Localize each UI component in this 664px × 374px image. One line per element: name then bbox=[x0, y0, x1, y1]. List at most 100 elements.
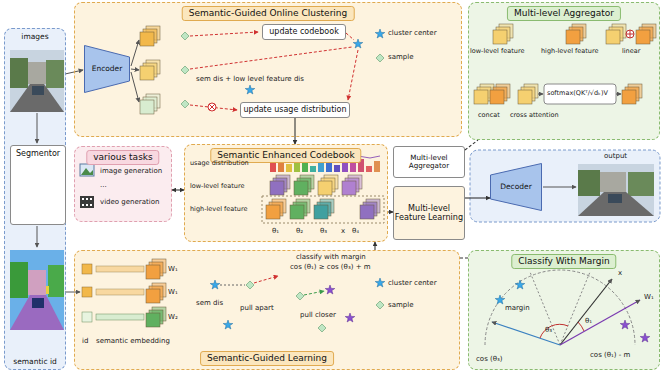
illustration-part bbox=[28, 270, 46, 295]
illustration-part bbox=[65, 292, 80, 293]
panel-group: imagessemantic idSegmentor bbox=[4, 28, 66, 370]
illustration-part bbox=[209, 104, 215, 110]
illustration-part bbox=[262, 196, 384, 223]
illustration-part bbox=[146, 283, 166, 303]
illustration-part bbox=[560, 272, 590, 345]
illustration-part bbox=[270, 175, 290, 195]
annotation-label: cross attention bbox=[510, 112, 559, 119]
illustration-part bbox=[640, 333, 650, 342]
annotation-label: low-level feature bbox=[190, 183, 244, 190]
illustration-part bbox=[578, 322, 584, 331]
illustration-part bbox=[82, 198, 84, 200]
illustration-part bbox=[342, 175, 362, 195]
illustration-part bbox=[48, 265, 64, 297]
illustration-part bbox=[566, 24, 586, 44]
box-label: Decoder bbox=[500, 183, 532, 192]
illustration-part bbox=[543, 187, 576, 188]
illustration-part bbox=[304, 291, 324, 295]
illustration-part bbox=[346, 33, 354, 40]
panel-group: various tasks bbox=[74, 146, 172, 222]
annotation-label: x bbox=[618, 270, 622, 277]
annotation-label: sem dis bbox=[196, 300, 223, 307]
box-label: Segmentor bbox=[16, 149, 60, 158]
illustration-part bbox=[140, 94, 160, 114]
illustration-part bbox=[80, 164, 94, 176]
illustration-part bbox=[82, 287, 92, 297]
illustration-part bbox=[636, 24, 656, 44]
annotation-label: high-level feature bbox=[541, 48, 599, 55]
illustration-part bbox=[131, 40, 139, 66]
illustration-part bbox=[495, 295, 505, 304]
illustration-part bbox=[10, 50, 64, 112]
illustration-part bbox=[353, 39, 363, 48]
illustration-part bbox=[86, 204, 88, 206]
illustration-part bbox=[74, 2, 462, 137]
output-photo bbox=[578, 164, 654, 216]
annotation-label: W₁ bbox=[644, 294, 654, 301]
illustration-part bbox=[318, 175, 338, 195]
illustration-part bbox=[622, 84, 642, 104]
codebook-illustration bbox=[262, 154, 384, 223]
margin-illustration bbox=[485, 270, 650, 345]
panel-title: images bbox=[21, 32, 48, 41]
annotation-label: cluster center bbox=[388, 30, 437, 37]
box-label: Multi-level Aggregator bbox=[394, 154, 464, 171]
annotation-label: pull closer bbox=[300, 312, 336, 319]
illustration-part bbox=[485, 270, 635, 345]
illustration-part bbox=[290, 199, 310, 219]
illustration-part bbox=[181, 100, 189, 108]
panel-title: Classify With Margin bbox=[511, 254, 616, 269]
illustration-part bbox=[490, 84, 510, 104]
annotation-label: ... bbox=[100, 182, 107, 189]
illustration-part bbox=[560, 300, 640, 345]
annotation-label: margin bbox=[505, 305, 530, 312]
semantic-map bbox=[10, 250, 64, 330]
illustration-part bbox=[376, 301, 384, 309]
annotation-label: usage distribution bbox=[190, 160, 249, 167]
illustration-part bbox=[209, 104, 215, 110]
illustration-part bbox=[46, 60, 64, 88]
illustration-part bbox=[375, 29, 385, 38]
process-box: Multi-level Aggregator bbox=[393, 146, 465, 178]
annotation-label: cos (θ₁) ≥ cos (θ₃) + m bbox=[290, 264, 371, 271]
annotation-label: output bbox=[604, 153, 627, 160]
illustration-part bbox=[470, 150, 660, 222]
illustration-part bbox=[630, 30, 631, 38]
annotation-label: video generation bbox=[100, 199, 159, 206]
illustration-part bbox=[131, 72, 139, 102]
illustration-part bbox=[46, 286, 49, 294]
illustration-part bbox=[493, 24, 513, 44]
annotation-label: θ₁ bbox=[272, 228, 279, 235]
illustration-part bbox=[10, 295, 64, 330]
illustration-part bbox=[314, 199, 334, 219]
learning-illustration bbox=[82, 259, 385, 332]
illustration-part bbox=[376, 54, 384, 62]
illustration-part bbox=[37, 226, 38, 247]
illustration-part bbox=[366, 166, 372, 172]
illustration-part bbox=[530, 272, 560, 345]
annotation-label: cluster center bbox=[388, 280, 437, 287]
illustration-part bbox=[518, 84, 538, 104]
illustration-part bbox=[348, 50, 358, 100]
illustration-part bbox=[74, 250, 460, 370]
box-label: update usage distribution bbox=[243, 105, 346, 114]
panel-group: Semantic-Guided Online ClusteringEncoder… bbox=[74, 2, 462, 137]
annotation-label: θ₁ bbox=[585, 318, 592, 325]
illustration-part bbox=[578, 170, 600, 196]
annotation-label: sample bbox=[388, 302, 413, 309]
connector bbox=[374, 242, 375, 250]
illustration-part bbox=[246, 281, 254, 289]
process-box: Segmentor bbox=[10, 145, 66, 225]
annotation-label: image generation bbox=[100, 168, 162, 175]
illustration-part bbox=[544, 84, 616, 104]
illustration-part bbox=[210, 280, 220, 289]
annotation-label: sample bbox=[388, 54, 413, 61]
illustration-part bbox=[266, 199, 286, 219]
trapezoid-block: Encoder bbox=[84, 45, 130, 93]
illustration-part bbox=[468, 2, 660, 140]
panel-title: various tasks bbox=[86, 150, 159, 165]
illustration-part bbox=[184, 144, 388, 242]
illustration-part bbox=[146, 307, 166, 327]
illustration-part bbox=[350, 163, 356, 172]
panel-title: Multi-level Aggregator bbox=[507, 6, 621, 21]
